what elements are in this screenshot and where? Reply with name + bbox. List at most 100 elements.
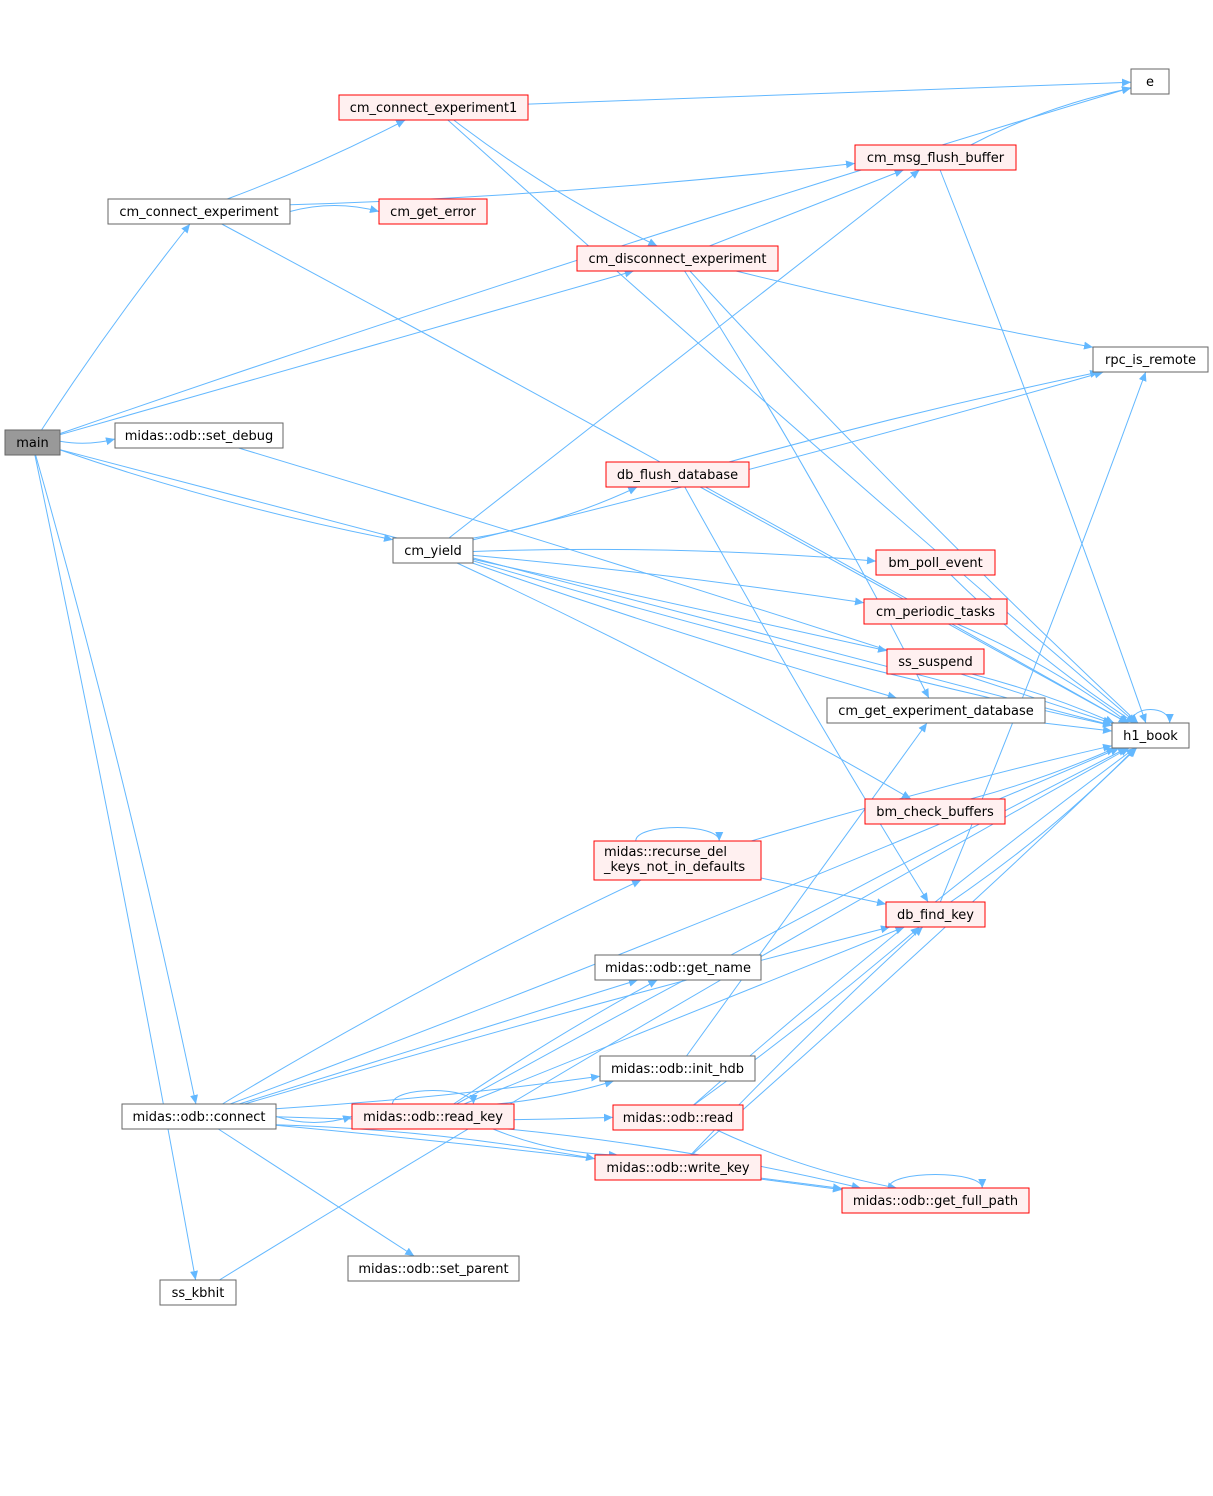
edge-main-to-connect (35, 454, 198, 1105)
node-e[interactable]: e (1130, 68, 1170, 95)
node-label: cm_yield (404, 544, 461, 559)
node-label: h1_book (1123, 729, 1178, 744)
node-box (599, 1055, 756, 1082)
node-label: db_find_key (897, 908, 974, 923)
node-init-hdb[interactable]: midas::odb::init_hdb (599, 1055, 756, 1082)
node-box (875, 549, 996, 576)
node-label: cm_get_error (390, 205, 476, 220)
node-label: ss_kbhit (172, 1286, 225, 1301)
node-label: midas::odb::get_full_path (853, 1194, 1018, 1209)
node-box (347, 1255, 520, 1282)
node-bm-check-buffers[interactable]: bm_check_buffers (864, 798, 1006, 825)
node-rpc-is-remote[interactable]: rpc_is_remote (1092, 346, 1209, 373)
edge-connect-to-write_key (275, 1124, 596, 1162)
edge-main-to-set_debug (59, 437, 116, 446)
node-label: midas::odb::read_key (363, 1110, 503, 1125)
edge-write_key-to-h1_book (691, 747, 1138, 1156)
edge-get_full_path-to-get_full_path (888, 1174, 987, 1189)
node-label: cm_connect_experiment (119, 205, 278, 220)
node-connect[interactable]: midas::odb::connect (121, 1103, 277, 1130)
node-set-debug[interactable]: midas::odb::set_debug (114, 422, 284, 449)
node-box (378, 198, 488, 225)
node-main[interactable]: main (4, 429, 61, 456)
nodes-layer: main cm_connect_experiment cm_connect_expe… (4, 68, 1209, 1306)
node-box (593, 840, 762, 881)
edge-cm_connect_experiment1-to-e (527, 78, 1132, 105)
node-get-name[interactable]: midas::odb::get_name (594, 954, 762, 981)
node-label: e (1146, 75, 1154, 90)
node-get-full-path[interactable]: midas::odb::get_full_path (841, 1187, 1030, 1214)
node-read-key[interactable]: midas::odb::read_key (351, 1103, 515, 1130)
node-ss-kbhit[interactable]: ss_kbhit (159, 1279, 237, 1306)
node-label: midas::odb::get_name (605, 961, 751, 976)
edge-cm_yield-to-bm_poll_event (472, 548, 877, 565)
node-box (4, 429, 61, 456)
edge-connect-to-recurse_del (222, 879, 642, 1105)
node-label: midas::odb::read (623, 1111, 734, 1126)
node-label: midas::odb::init_hdb (611, 1062, 744, 1077)
node-recurse-del[interactable]: midas::recurse_del_keys_not_in_defaults (593, 840, 762, 881)
edge-cm_yield-to-rpc_is_remote (472, 370, 1104, 541)
node-write-key[interactable]: midas::odb::write_key (594, 1154, 762, 1181)
edge-cm_connect_experiment1-to-h1_book (447, 119, 1137, 724)
node-box (338, 94, 529, 121)
edge-ss_suspend-to-h1_book (971, 673, 1115, 724)
node-box (854, 144, 1017, 171)
edge-connect-to-get_full_path (275, 1124, 843, 1193)
node-label: rpc_is_remote (1105, 353, 1196, 368)
node-box (1092, 346, 1209, 373)
edge-cm_yield-to-cm_get_experiment_database (472, 562, 897, 700)
node-h1-book[interactable]: h1_book (1111, 722, 1190, 749)
node-box (863, 598, 1008, 625)
node-ss-suspend[interactable]: ss_suspend (886, 648, 985, 675)
node-box (885, 901, 986, 928)
node-cm-get-experiment-database[interactable]: cm_get_experiment_database (826, 697, 1046, 724)
edge-connect-to-get_name (239, 978, 638, 1105)
edge-h1_book-to-h1_book (1130, 709, 1174, 724)
node-box (612, 1104, 744, 1131)
edge-recurse_del-to-db_find_key (760, 877, 887, 907)
node-cm-connect-experiment1[interactable]: cm_connect_experiment1 (338, 94, 529, 121)
node-box (576, 245, 779, 272)
node-label: cm_msg_flush_buffer (867, 151, 1005, 166)
node-db-flush-database[interactable]: db_flush_database (605, 461, 750, 488)
node-label: bm_check_buffers (876, 805, 994, 820)
edge-db_flush_database-to-rpc_is_remote (728, 369, 1100, 463)
edge-read_key-to-read_key (392, 1090, 478, 1105)
edge-cm_disconnect_experiment-to-h1_book (689, 270, 1139, 724)
node-cm-connect-experiment[interactable]: cm_connect_experiment (107, 198, 291, 225)
node-label: main (16, 436, 48, 451)
node-box (351, 1103, 515, 1130)
edge-read_key-to-db_find_key (463, 926, 905, 1105)
node-box (864, 798, 1006, 825)
node-label: midas::odb::connect (132, 1110, 265, 1125)
node-db-find-key[interactable]: db_find_key (885, 901, 986, 928)
node-cm-disconnect-experiment[interactable]: cm_disconnect_experiment (576, 245, 779, 272)
edge-read_key-to-init_hdb (496, 1079, 614, 1105)
node-box (605, 461, 750, 488)
node-label: cm_connect_experiment1 (350, 101, 518, 116)
edge-connect-to-read_key (275, 1115, 353, 1124)
node-cm-yield[interactable]: cm_yield (392, 537, 474, 564)
edge-cm_msg_flush_buffer-to-h1_book (939, 169, 1147, 724)
edge-cm_yield-to-db_flush_database (472, 486, 638, 539)
edge-cm_disconnect_experiment-to-cm_msg_flush_buffer (709, 169, 904, 247)
node-label: db_flush_database (617, 468, 738, 483)
node-label: midas::recurse_del (604, 845, 727, 860)
edge-read_key-to-h1_book (456, 747, 1128, 1105)
node-box (392, 537, 474, 564)
node-bm-poll-event[interactable]: bm_poll_event (875, 549, 996, 576)
node-box (159, 1279, 237, 1306)
node-read[interactable]: midas::odb::read (612, 1104, 744, 1131)
edge-main-to-cm_connect_experiment (41, 223, 191, 431)
edge-read_key-to-get_name (453, 979, 658, 1105)
node-cm-get-error[interactable]: cm_get_error (378, 198, 488, 225)
node-cm-periodic-tasks[interactable]: cm_periodic_tasks (863, 598, 1008, 625)
edge-cm_connect_experiment-to-cm_get_error (289, 205, 380, 214)
edge-recurse_del-to-recurse_del (635, 827, 724, 842)
edge-cm_yield-to-bm_check_buffers (456, 562, 912, 800)
node-set-parent[interactable]: midas::odb::set_parent (347, 1255, 520, 1282)
edge-main-to-ss_kbhit (34, 454, 198, 1281)
node-cm-msg-flush-buffer[interactable]: cm_msg_flush_buffer (854, 144, 1017, 171)
